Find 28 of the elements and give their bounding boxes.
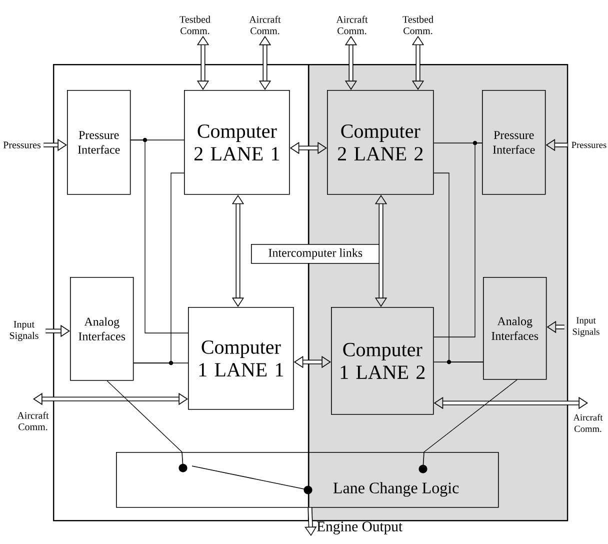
computer-box: Computer 1 LANE 1 [188,307,294,410]
side-label: Testbed Comm. [402,16,434,34]
double-arrow [33,392,188,406]
side-label: Input Signals [572,317,600,337]
signal-line [106,380,182,452]
side-label: Aircraft Comm. [573,414,603,432]
computer-box: Computer 1 LANE 2 [331,307,434,415]
signal-line [433,172,484,362]
side-label: Aircraft Comm. [249,16,281,34]
side-label: Pressures [3,142,41,148]
interface-box: Analog Interfaces [70,277,134,381]
interface-box: Pressure Interface [482,90,546,195]
signal-line [133,172,184,364]
computer-box: Computer 2 LANE 2 [327,90,434,195]
interface-box: Analog Interfaces [483,277,547,380]
signal-line [424,379,518,452]
side-label: Pressures [572,142,606,148]
computer-box: Computer 2 LANE 1 [184,90,290,195]
signal-line [433,142,482,338]
signal-line [130,140,188,334]
link-label-box: Intercomputer links [251,244,380,264]
output-label: Engine Output [317,522,402,534]
side-label: Aircraft Comm. [336,16,368,34]
side-label: Aircraft Comm. [17,412,49,430]
logic-box: Lane Change Logic [116,452,499,508]
interface-box: Pressure Interface [67,90,131,195]
side-label: Input Signals [10,321,38,342]
side-label: Testbed Comm. [180,16,210,34]
